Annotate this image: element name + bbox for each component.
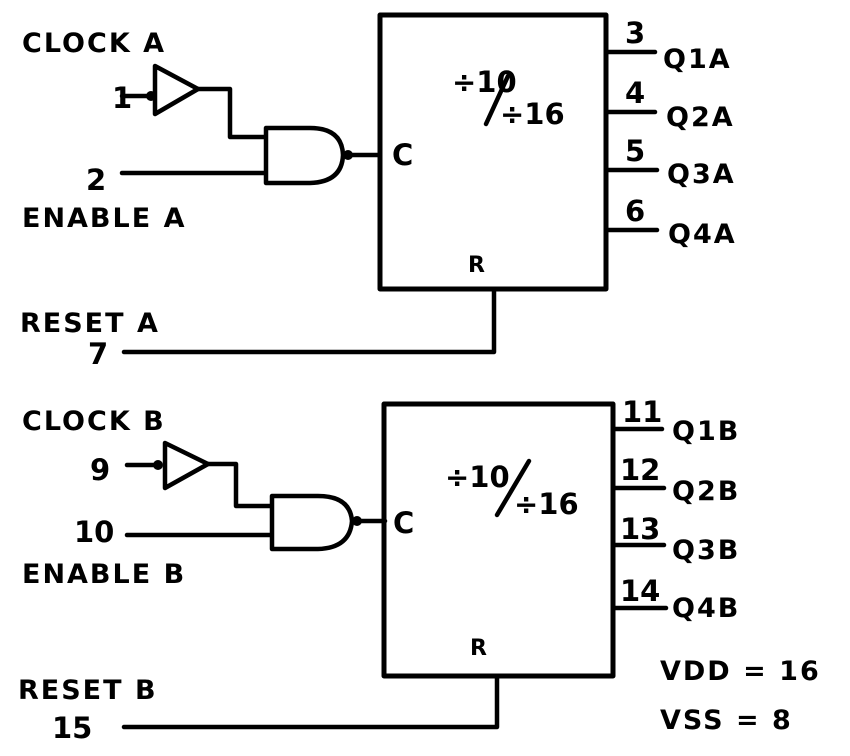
reset-a-wire bbox=[121, 286, 497, 355]
nand-gate-a-icon bbox=[263, 125, 346, 186]
vdd-equals: = bbox=[732, 656, 779, 687]
q3a-pin: 5 bbox=[625, 134, 645, 168]
counter-b-reset-input: R bbox=[470, 636, 487, 661]
clock-a-label: CLOCK A bbox=[22, 28, 166, 59]
enable-a-pin: 2 bbox=[86, 163, 106, 197]
clock-b-label: CLOCK B bbox=[22, 406, 166, 437]
clock-a-buffer-out-wire bbox=[195, 86, 271, 140]
counter-b-function-den: ÷16 bbox=[514, 487, 579, 521]
nand-gate-b-icon bbox=[269, 493, 355, 552]
counter-a-clock-input: C bbox=[392, 138, 413, 172]
vdd-label-text: VDD bbox=[660, 656, 732, 687]
q1b-label: Q1B bbox=[672, 416, 740, 447]
q3b-pin: 13 bbox=[620, 512, 660, 546]
clock-b-buffer-icon bbox=[162, 440, 211, 491]
q4a-pin: 6 bbox=[625, 194, 645, 228]
reset-a-label: RESET A bbox=[20, 308, 160, 339]
power-pins: VDD = 16 VSS = 8 bbox=[660, 656, 821, 736]
counter-b-clock-input: C bbox=[393, 506, 414, 540]
vdd-pin: 16 bbox=[779, 656, 821, 687]
q2a-pin: 4 bbox=[625, 76, 645, 110]
vss-label-text: VSS bbox=[660, 705, 725, 736]
vss-pin: 8 bbox=[772, 705, 793, 736]
q2b-pin: 12 bbox=[620, 453, 660, 487]
counter-b-function-num: ÷10 bbox=[445, 460, 510, 494]
counter-b-function-slash bbox=[494, 458, 532, 518]
counter-a-function-slash bbox=[483, 73, 511, 127]
vdd-label: VDD = 16 bbox=[660, 656, 821, 687]
nand-gate-b-bubble bbox=[352, 516, 362, 526]
clock-b-inversion-dot bbox=[153, 460, 163, 470]
vss-label: VSS = 8 bbox=[660, 705, 793, 736]
q4a-label: Q4A bbox=[668, 219, 737, 250]
enable-b-pin: 10 bbox=[74, 515, 114, 549]
counter-b-block bbox=[381, 401, 616, 679]
clock-b-pin: 9 bbox=[90, 453, 110, 487]
clock-b-buffer-out-wire bbox=[205, 461, 275, 509]
q3a-label: Q3A bbox=[667, 159, 736, 190]
counter-a-block bbox=[377, 12, 609, 292]
reset-b-wire bbox=[121, 673, 500, 730]
counter-b: CLOCK B 9 10 ENABLE B C R ÷10 ÷16 11 12 … bbox=[18, 395, 740, 745]
reset-a-pin: 7 bbox=[88, 337, 108, 371]
q4b-pin: 14 bbox=[620, 574, 660, 608]
counter-a-reset-input: R bbox=[468, 253, 485, 278]
q3b-label: Q3B bbox=[672, 535, 740, 566]
counter-a: CLOCK A 1 2 ENABLE A C R ÷10 ÷16 3 4 5 6… bbox=[20, 12, 737, 371]
q1a-pin: 3 bbox=[625, 16, 645, 50]
enable-a-label: ENABLE A bbox=[22, 203, 186, 234]
q1a-label: Q1A bbox=[663, 44, 732, 75]
reset-b-pin: 15 bbox=[52, 711, 92, 745]
counter-a-function-den: ÷16 bbox=[500, 97, 565, 131]
q1b-pin: 11 bbox=[622, 395, 662, 429]
q4b-label: Q4B bbox=[672, 593, 740, 624]
nand-gate-a-bubble bbox=[343, 150, 353, 160]
reset-b-label: RESET B bbox=[18, 675, 158, 706]
vss-equals: = bbox=[725, 705, 772, 736]
q2a-label: Q2A bbox=[666, 102, 735, 133]
enable-b-label: ENABLE B bbox=[22, 559, 186, 590]
clock-a-buffer-icon bbox=[152, 63, 201, 117]
q2b-label: Q2B bbox=[672, 476, 740, 507]
